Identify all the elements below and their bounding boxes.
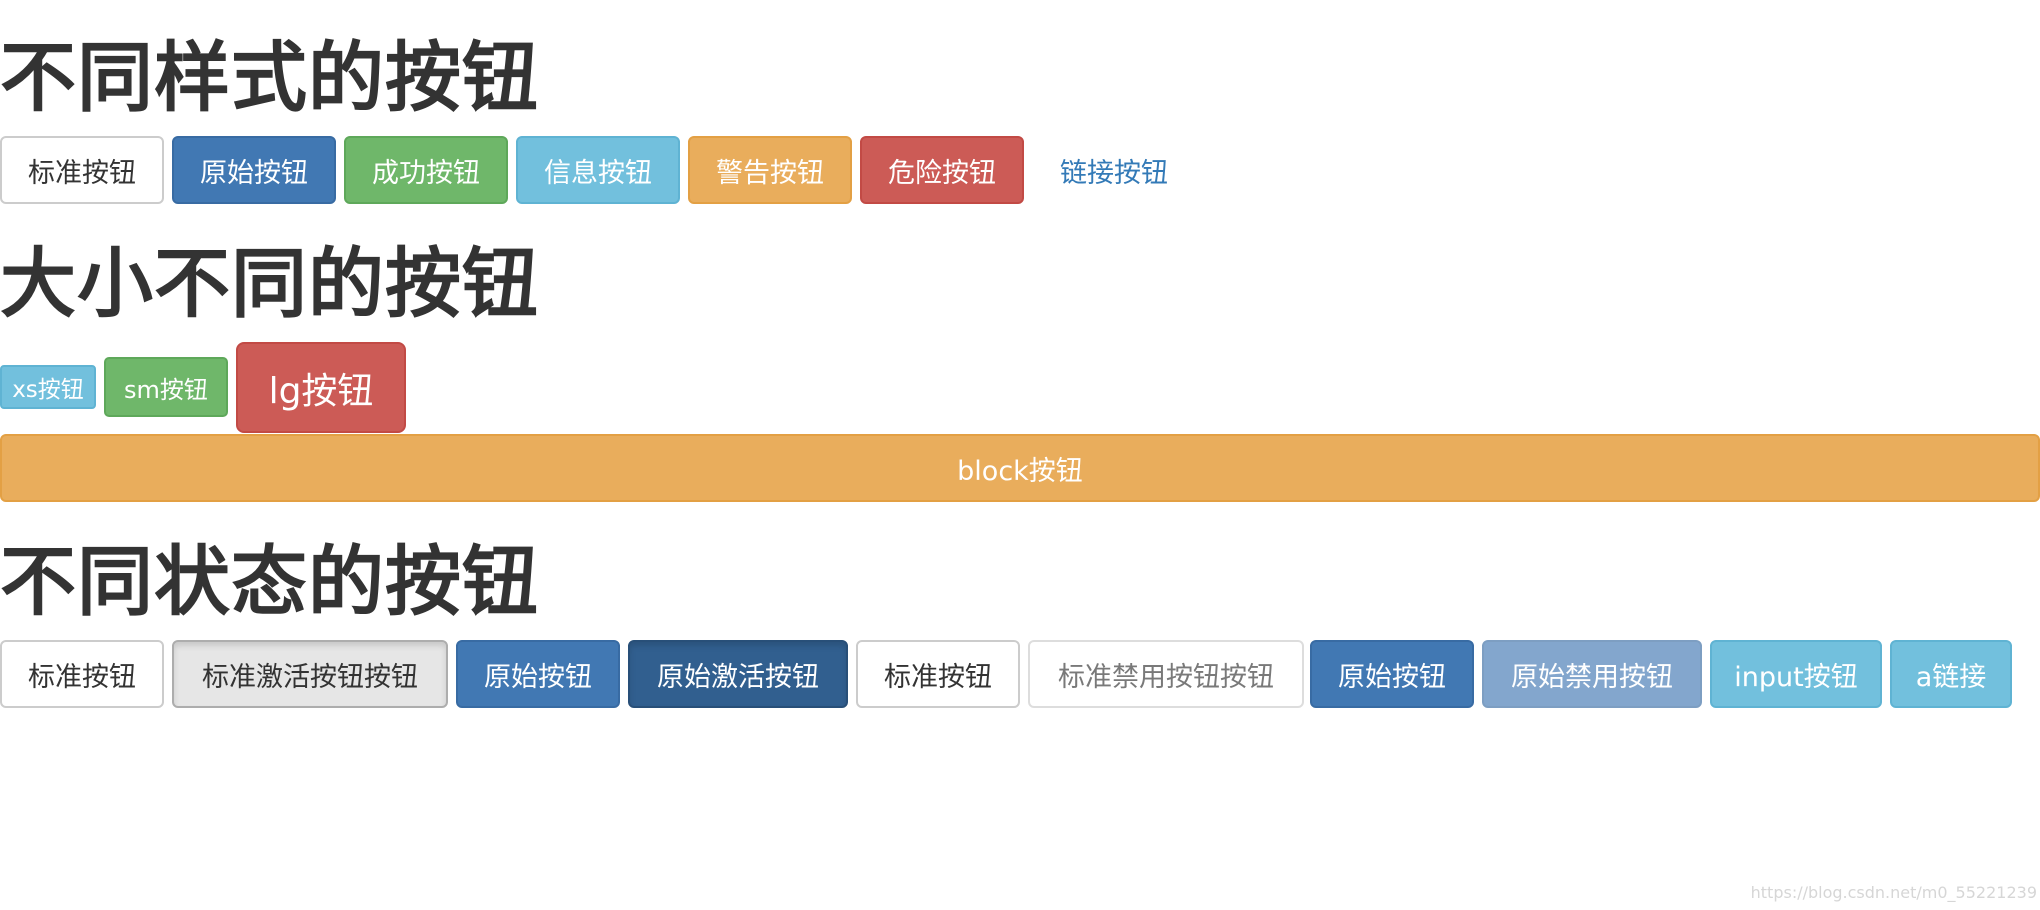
danger-button[interactable]: 危险按钮	[860, 136, 1024, 204]
section-title-states: 不同状态的按钮	[0, 537, 539, 626]
state-primary-disabled-button[interactable]: 原始禁用按钮	[1482, 640, 1702, 708]
default-button[interactable]: 标准按钮	[0, 136, 164, 204]
primary-button[interactable]: 原始按钮	[172, 136, 336, 204]
lg-button[interactable]: lg按钮	[236, 342, 406, 433]
state-default-active-button[interactable]: 标准激活按钮按钮	[172, 640, 448, 708]
a-link-button[interactable]: a链接	[1890, 640, 2012, 708]
section-title-sizes: 大小不同的按钮	[0, 239, 539, 328]
watermark: https://blog.csdn.net/m0_55221239	[1750, 883, 2037, 902]
state-default-button-2[interactable]: 标准按钮	[856, 640, 1020, 708]
state-primary-button-2[interactable]: 原始按钮	[1310, 640, 1474, 708]
state-default-disabled-button[interactable]: 标准禁用按钮按钮	[1028, 640, 1304, 708]
state-default-button[interactable]: 标准按钮	[0, 640, 164, 708]
block-button[interactable]: block按钮	[0, 434, 2040, 502]
link-button[interactable]: 链接按钮	[1060, 157, 1168, 189]
state-primary-button[interactable]: 原始按钮	[456, 640, 620, 708]
state-primary-active-button[interactable]: 原始激活按钮	[628, 640, 848, 708]
success-button[interactable]: 成功按钮	[344, 136, 508, 204]
xs-button[interactable]: xs按钮	[0, 365, 96, 409]
info-button[interactable]: 信息按钮	[516, 136, 680, 204]
warning-button[interactable]: 警告按钮	[688, 136, 852, 204]
input-button[interactable]: input按钮	[1710, 640, 1882, 708]
sm-button[interactable]: sm按钮	[104, 357, 228, 417]
section-title-styles: 不同样式的按钮	[0, 33, 539, 122]
